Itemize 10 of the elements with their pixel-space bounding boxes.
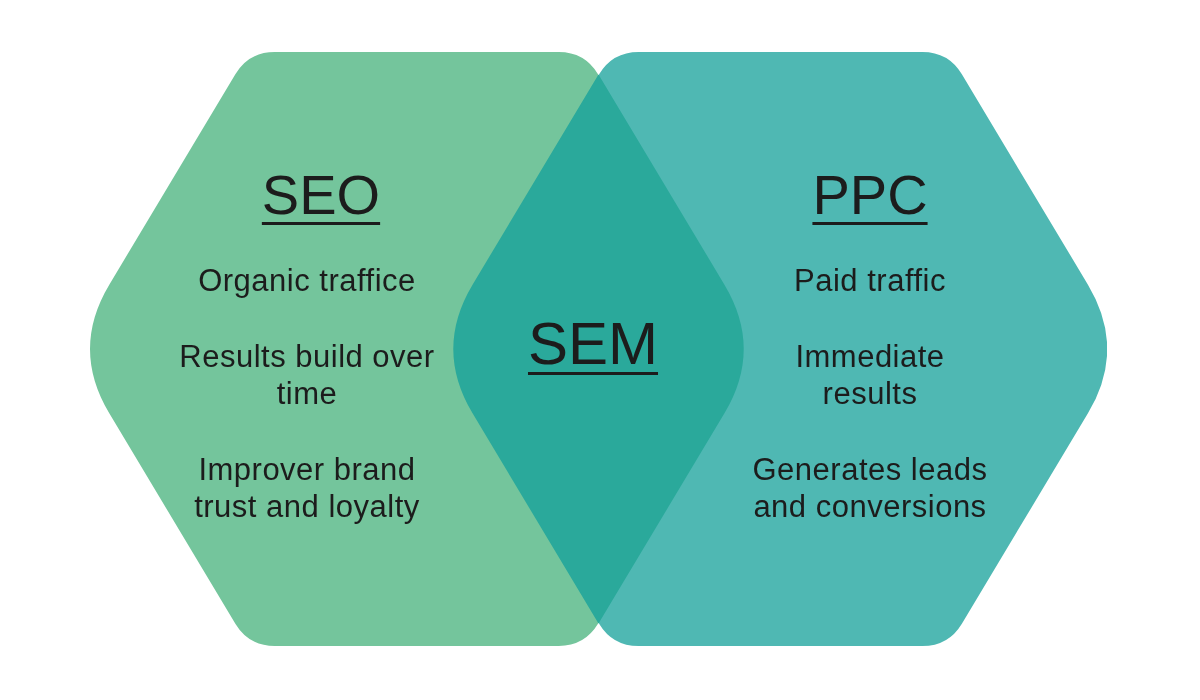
feature-text: Paid traffic: [794, 262, 946, 299]
section-heading: PPC: [812, 163, 928, 227]
feature-text: Generates leads and conversions: [751, 451, 989, 525]
overlap-region: [453, 73, 744, 625]
overlap-heading: SEM: [528, 310, 658, 378]
feature-text: Organic traffice: [198, 262, 416, 299]
section-heading: SEO: [261, 163, 381, 227]
feature-text: Improver brand trust and loyalty: [193, 451, 421, 525]
feature-text: Results build over time: [178, 338, 436, 412]
feature-text: Immediate results: [794, 338, 946, 412]
